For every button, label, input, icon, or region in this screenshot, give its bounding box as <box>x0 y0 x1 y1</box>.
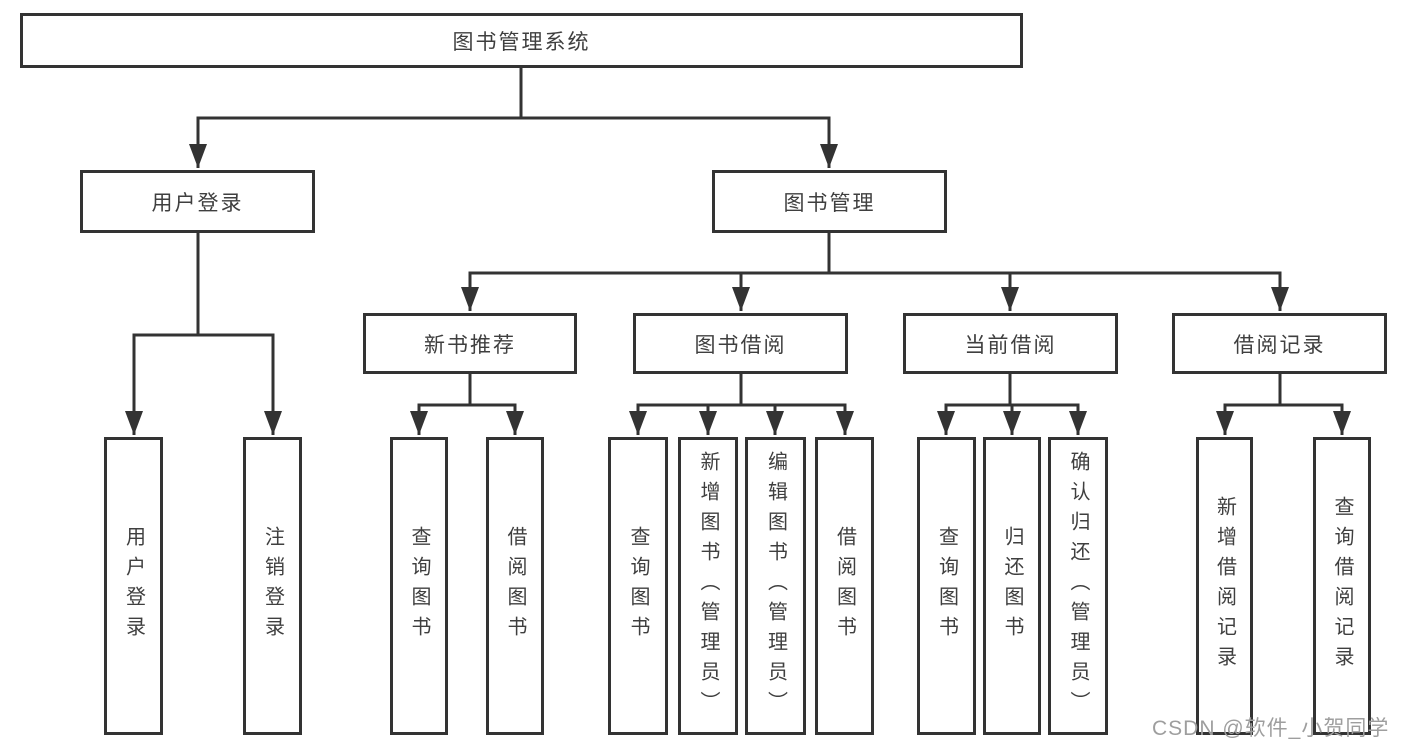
node-borrowing-edit-books: 编辑图书（管理员） <box>745 437 806 735</box>
node-user-login-label: 用户登录 <box>151 191 244 215</box>
connector-user-login-to-leaves <box>125 233 282 435</box>
node-current-confirm-return-label: 确认归还（管理员） <box>1067 451 1089 721</box>
connector-borrowing-records-to-leaves <box>1216 374 1351 435</box>
node-current-query-books: 查询图书 <box>917 437 976 735</box>
node-borrowing-query-books: 查询图书 <box>608 437 668 735</box>
node-current-confirm-return: 确认归还（管理员） <box>1048 437 1108 735</box>
connector-new-book-recommend-to-leaves <box>410 374 524 435</box>
node-borrowing-add-books: 新增图书（管理员） <box>678 437 738 735</box>
node-records-query-record-label: 查询借阅记录 <box>1331 496 1353 676</box>
node-current-return-books-label: 归还图书 <box>1001 526 1023 646</box>
node-login-label: 用户登录 <box>122 526 145 646</box>
node-borrowing-records: 借阅记录 <box>1172 313 1387 374</box>
node-records-query-record: 查询借阅记录 <box>1313 437 1371 735</box>
node-borrowing-add-books-label: 新增图书（管理员） <box>697 451 719 721</box>
node-logout-label: 注销登录 <box>261 526 284 646</box>
node-recommend-query-books: 查询图书 <box>390 437 448 735</box>
node-current-return-books: 归还图书 <box>983 437 1041 735</box>
node-borrowing-borrow-books: 借阅图书 <box>815 437 874 735</box>
connector-current-borrowing-to-leaves <box>937 374 1087 435</box>
node-book-borrowing-label: 图书借阅 <box>694 333 787 357</box>
node-new-book-recommend-label: 新书推荐 <box>424 333 516 357</box>
node-current-query-books-label: 查询图书 <box>935 526 958 646</box>
node-borrowing-records-label: 借阅记录 <box>1233 333 1326 357</box>
node-book-management-label: 图书管理 <box>783 191 876 215</box>
node-root: 图书管理系统 <box>20 13 1023 68</box>
node-user-login: 用户登录 <box>80 170 315 233</box>
node-current-borrowing: 当前借阅 <box>903 313 1118 374</box>
node-recommend-query-books-label: 查询图书 <box>408 526 430 646</box>
node-current-borrowing-label: 当前借阅 <box>964 333 1057 357</box>
csdn-watermark: CSDN @软件_小贺同学 <box>1152 717 1390 740</box>
node-root-label: 图书管理系统 <box>452 30 591 54</box>
node-borrowing-query-books-label: 查询图书 <box>627 526 649 646</box>
node-records-add-record: 新增借阅记录 <box>1196 437 1253 735</box>
connector-book-borrowing-to-leaves <box>629 374 854 435</box>
node-recommend-borrow-books: 借阅图书 <box>486 437 544 735</box>
node-new-book-recommend: 新书推荐 <box>363 313 577 374</box>
node-borrowing-edit-books-label: 编辑图书（管理员） <box>764 451 787 721</box>
node-records-add-record-label: 新增借阅记录 <box>1213 496 1236 676</box>
node-logout: 注销登录 <box>243 437 302 735</box>
connector-root-to-level2 <box>189 68 838 168</box>
node-book-borrowing: 图书借阅 <box>633 313 848 374</box>
connector-book-management-to-level3 <box>461 233 1289 311</box>
node-login: 用户登录 <box>104 437 163 735</box>
node-book-management: 图书管理 <box>712 170 947 233</box>
node-borrowing-borrow-books-label: 借阅图书 <box>833 526 856 646</box>
node-recommend-borrow-books-label: 借阅图书 <box>504 526 526 646</box>
